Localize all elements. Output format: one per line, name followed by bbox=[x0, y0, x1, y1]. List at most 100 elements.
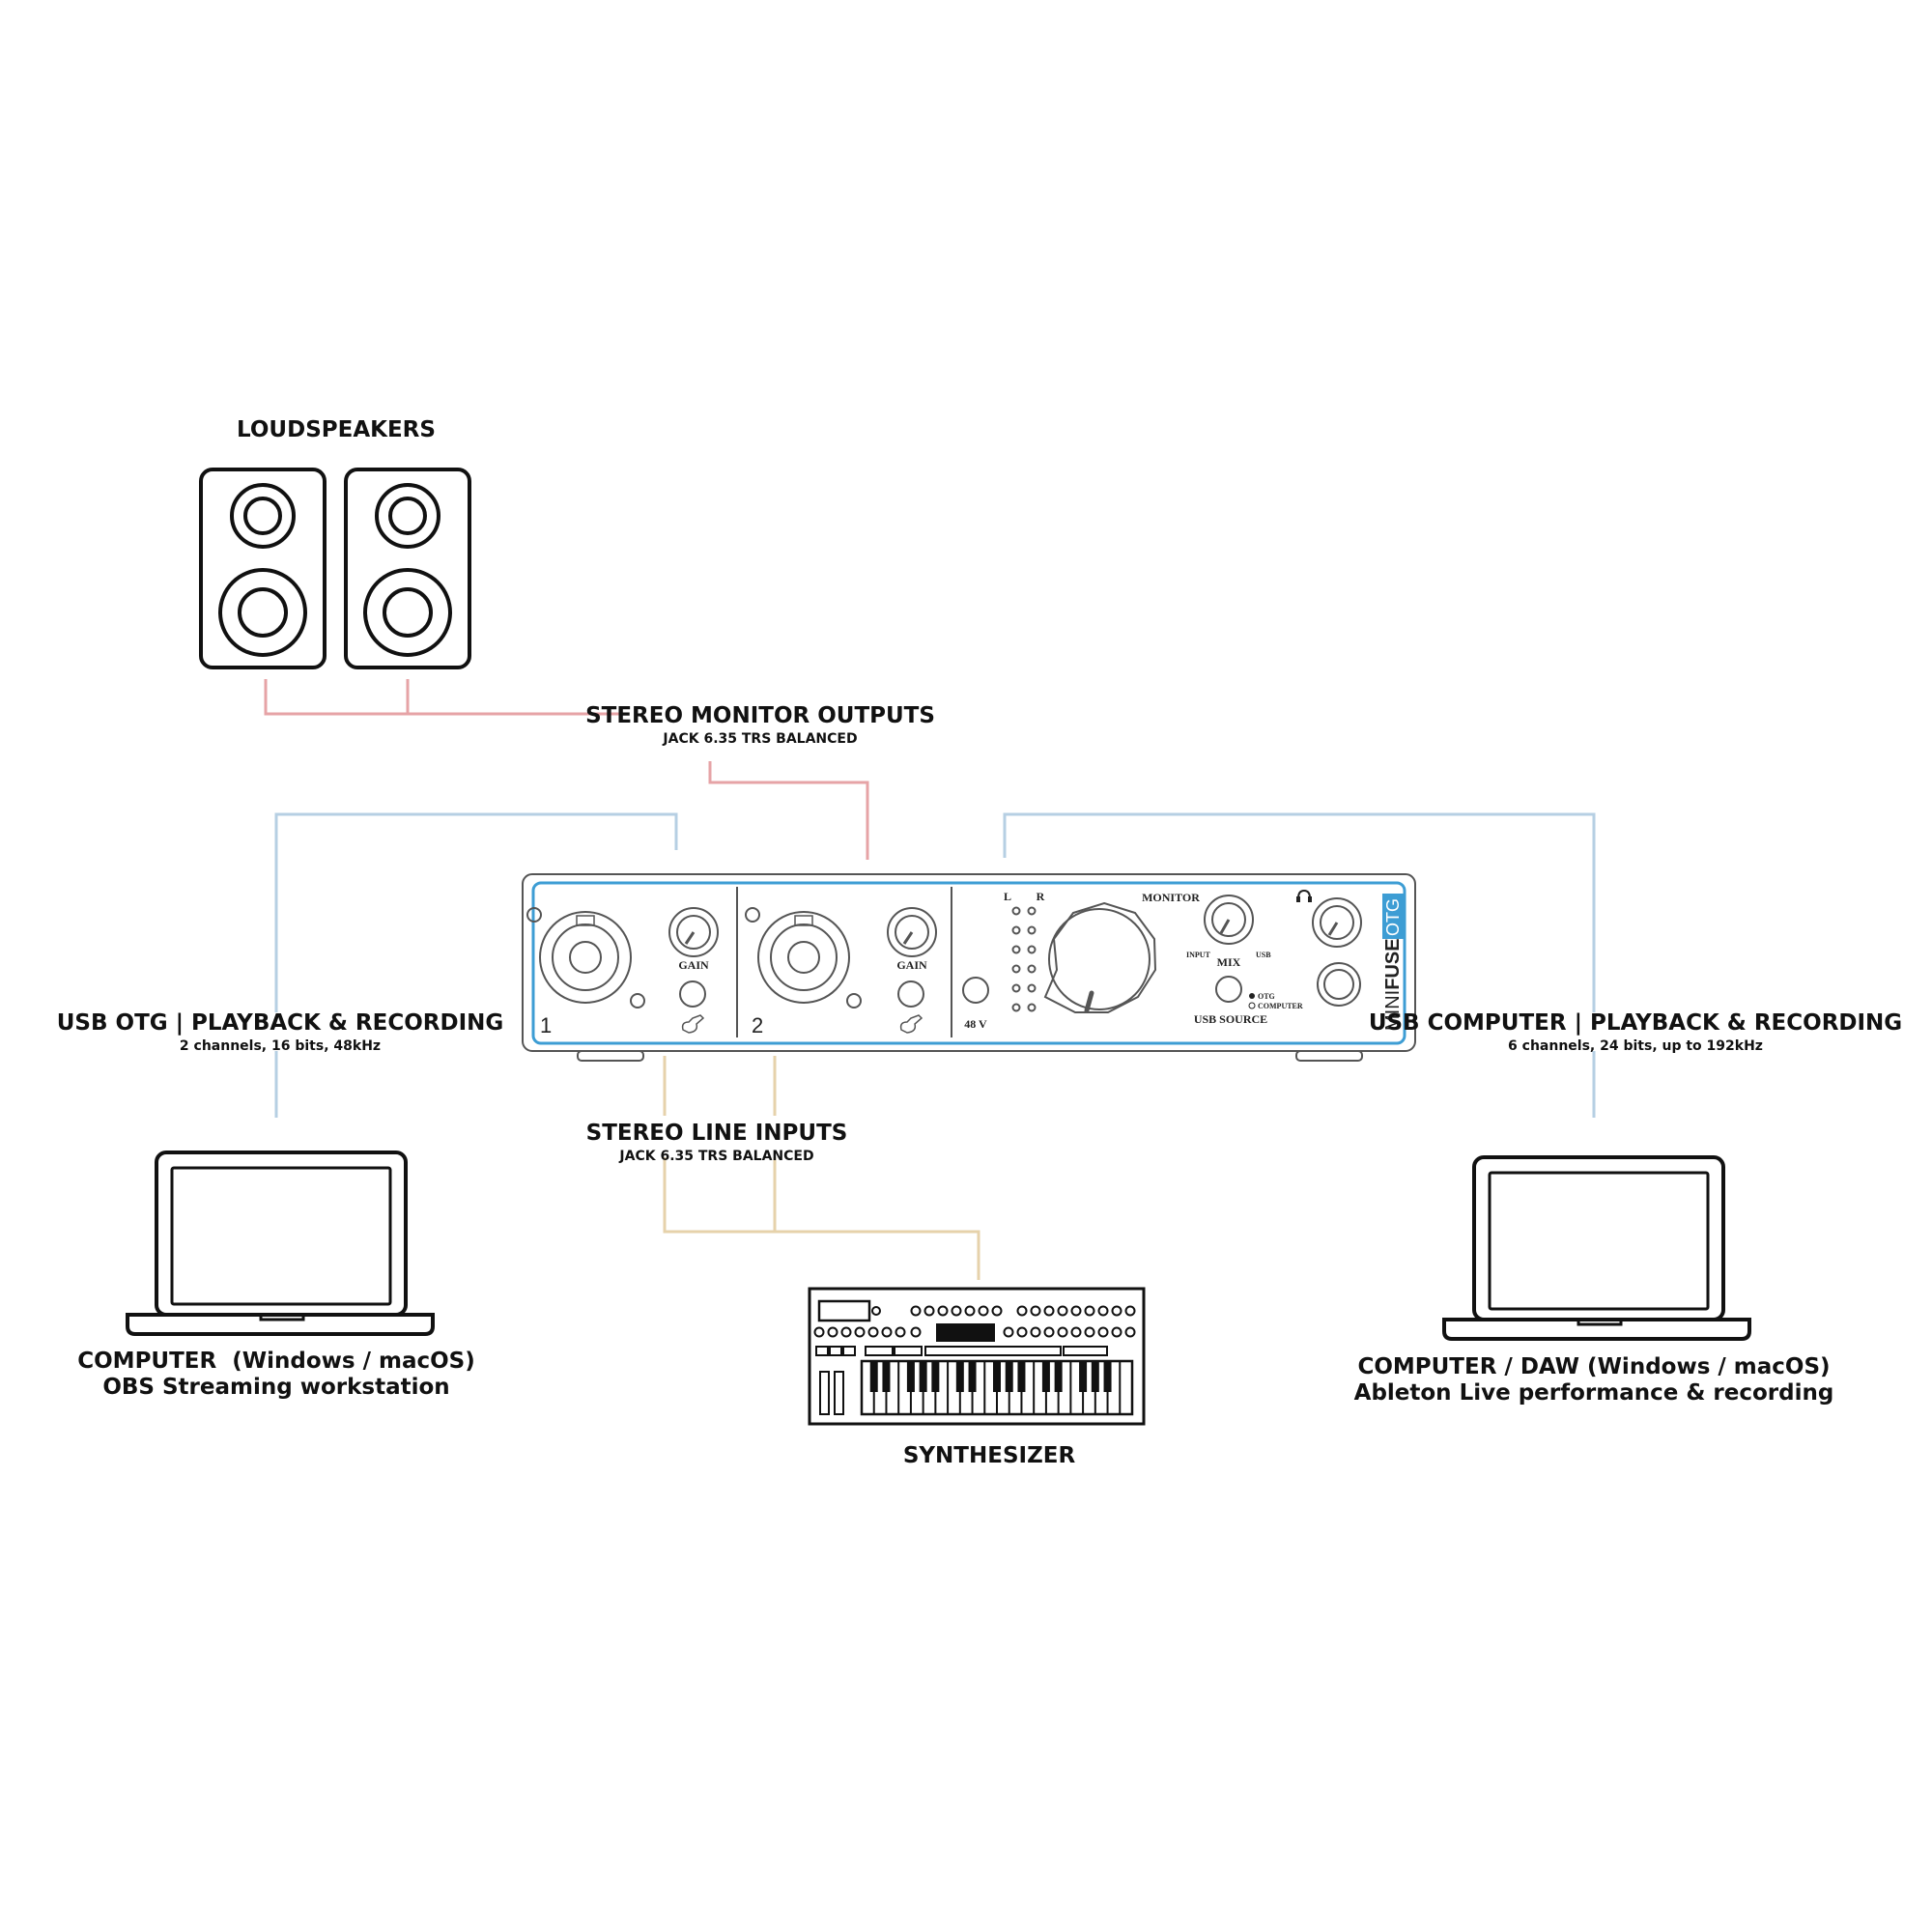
headphones-output-jack[interactable] bbox=[1317, 962, 1361, 1007]
otg-badge bbox=[1382, 894, 1404, 939]
meter-left-label: L bbox=[1004, 890, 1011, 903]
monitor-outputs-subtitle: JACK 6.35 TRS BALANCED bbox=[662, 731, 857, 747]
synth-knob bbox=[1124, 1305, 1136, 1317]
usb-otg-subtitle: 2 channels, 16 bits, 48kHz bbox=[180, 1038, 381, 1054]
synth-knob bbox=[1070, 1305, 1082, 1317]
synth-knob bbox=[1016, 1326, 1028, 1338]
gain-label: GAIN bbox=[896, 958, 927, 972]
synth-knob bbox=[1097, 1305, 1109, 1317]
synth-screen bbox=[936, 1323, 995, 1342]
synth-knob bbox=[951, 1305, 962, 1317]
screw-icon bbox=[526, 907, 542, 923]
right-computer-description: Ableton Live performance & recording bbox=[1354, 1380, 1834, 1406]
right-computer-label: COMPUTER / DAW (Windows / macOS) bbox=[1357, 1354, 1830, 1379]
combo-jack-input-2[interactable] bbox=[757, 911, 850, 1004]
phantom-power-button[interactable] bbox=[962, 977, 989, 1004]
loudspeakers-label: LOUDSPEAKERS bbox=[237, 417, 436, 442]
usb-computer-title: USB COMPUTER | PLAYBACK & RECORDING bbox=[1369, 1010, 1902, 1036]
synth-knob bbox=[1084, 1326, 1095, 1338]
synth-black-key bbox=[1079, 1361, 1088, 1392]
monitor-knob[interactable] bbox=[1043, 901, 1157, 1013]
pitch-wheel bbox=[819, 1371, 830, 1415]
synth-knob bbox=[881, 1326, 893, 1338]
monitor-output-connection-lines bbox=[264, 679, 869, 860]
mix-usb-label: USB bbox=[1256, 951, 1271, 959]
synth-knob bbox=[1097, 1326, 1109, 1338]
synth-black-key bbox=[1091, 1361, 1099, 1392]
usb-source-button[interactable] bbox=[1215, 976, 1242, 1003]
gain-knob-2[interactable] bbox=[887, 907, 937, 957]
synth-black-key bbox=[931, 1361, 940, 1392]
usb-computer-connection-lines bbox=[1003, 812, 1596, 1118]
loudspeaker-left bbox=[199, 468, 327, 669]
synthesizer-label: SYNTHESIZER bbox=[903, 1443, 1076, 1468]
synth-black-key bbox=[993, 1361, 1001, 1392]
synth-knob bbox=[867, 1326, 879, 1338]
guitar-icon bbox=[899, 1014, 923, 1034]
line-inputs-subtitle: JACK 6.35 TRS BALANCED bbox=[618, 1149, 813, 1164]
laptop-left bbox=[126, 1151, 435, 1336]
channel-2: GAIN 2 bbox=[745, 907, 937, 1037]
loudspeakers bbox=[199, 468, 471, 669]
loudspeaker-right bbox=[344, 468, 471, 669]
synth-black-key bbox=[869, 1361, 878, 1392]
synth-black-key bbox=[968, 1361, 977, 1392]
level-meter-leds bbox=[1011, 906, 1037, 1012]
synth-knob bbox=[895, 1326, 906, 1338]
gain-knob-1[interactable] bbox=[668, 907, 719, 957]
meter-right-label: R bbox=[1037, 890, 1045, 903]
usb-source-otg-label: OTG bbox=[1258, 992, 1275, 1001]
channel-1-number: 1 bbox=[540, 1013, 552, 1037]
synth-knob bbox=[937, 1305, 949, 1317]
inst-button-1[interactable] bbox=[679, 980, 706, 1008]
minifuse-2-otg-audio-interface: GAIN 1 GAIN 2 48 V bbox=[522, 873, 1416, 1062]
synth-knob bbox=[840, 1326, 852, 1338]
headphones-icon bbox=[1296, 889, 1312, 902]
laptop-right bbox=[1442, 1155, 1751, 1341]
synth-keyboard bbox=[860, 1359, 1134, 1416]
mix-input-label: INPUT bbox=[1186, 951, 1211, 959]
synth-knob bbox=[964, 1305, 976, 1317]
mix-label: MIX bbox=[1217, 955, 1241, 969]
inst-button-2[interactable] bbox=[897, 980, 924, 1008]
synth-black-key bbox=[1017, 1361, 1026, 1392]
synth-knob bbox=[827, 1326, 838, 1338]
usb-otg-title: USB OTG | PLAYBACK & RECORDING bbox=[57, 1010, 504, 1036]
combo-jack-input-1[interactable] bbox=[539, 911, 632, 1004]
synth-knob bbox=[1030, 1326, 1041, 1338]
usb-source-label: USB SOURCE bbox=[1194, 1012, 1267, 1026]
gain-label: GAIN bbox=[678, 958, 709, 972]
synth-knob bbox=[854, 1326, 866, 1338]
mix-knob[interactable] bbox=[1204, 895, 1254, 945]
guitar-icon bbox=[681, 1014, 705, 1034]
synthesizer bbox=[808, 1287, 1146, 1426]
channel-1: GAIN 1 bbox=[526, 907, 719, 1037]
left-computer-description: OBS Streaming workstation bbox=[102, 1375, 449, 1400]
synth-black-key bbox=[955, 1361, 964, 1392]
synth-knob bbox=[1111, 1305, 1122, 1317]
synth-knob bbox=[1124, 1326, 1136, 1338]
usb-otg-connection-lines bbox=[274, 812, 678, 1118]
synth-knob bbox=[978, 1305, 989, 1317]
synth-knob bbox=[1030, 1305, 1041, 1317]
headphones-knob[interactable] bbox=[1312, 897, 1362, 948]
screw-icon bbox=[745, 907, 760, 923]
synth-knob bbox=[1070, 1326, 1082, 1338]
mod-wheel bbox=[834, 1371, 844, 1415]
synth-knob bbox=[813, 1326, 825, 1338]
channel-2-number: 2 bbox=[752, 1013, 763, 1037]
otg-badge-label: OTG bbox=[1383, 898, 1403, 936]
synth-knob bbox=[1084, 1305, 1095, 1317]
synth-black-key bbox=[882, 1361, 891, 1392]
screw-icon bbox=[630, 993, 645, 1009]
synth-black-key bbox=[1005, 1361, 1013, 1392]
synth-knob bbox=[1057, 1305, 1068, 1317]
synth-black-key bbox=[1103, 1361, 1112, 1392]
usb-source-computer-label: COMPUTER bbox=[1258, 1002, 1303, 1010]
synth-black-key bbox=[919, 1361, 927, 1392]
synth-knob bbox=[991, 1305, 1003, 1317]
monitor-outputs-title: STEREO MONITOR OUTPUTS bbox=[585, 703, 935, 728]
synth-knob bbox=[1003, 1326, 1014, 1338]
synth-black-key bbox=[906, 1361, 915, 1392]
synth-knob-row bbox=[813, 1305, 1136, 1338]
